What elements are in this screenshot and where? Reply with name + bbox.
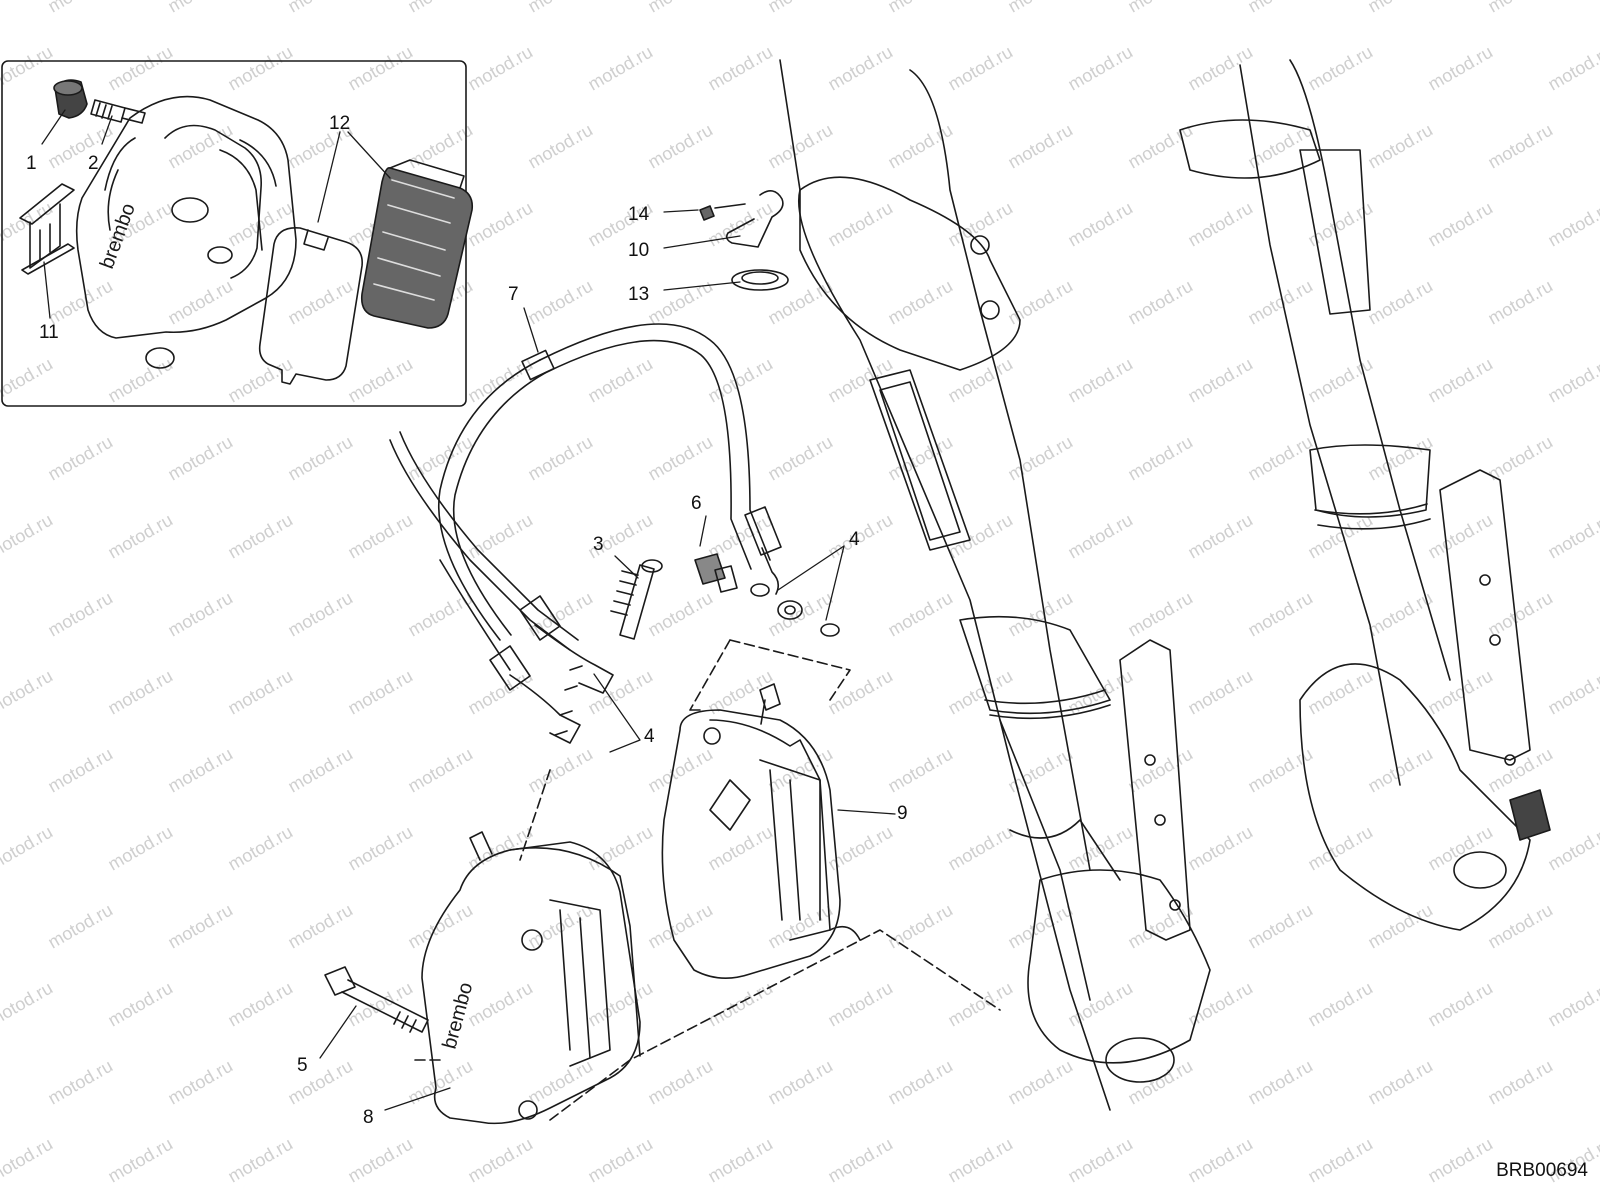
callout-12: 12	[329, 113, 351, 134]
bleed-screw-part	[90, 99, 146, 124]
brake-caliper-9	[661, 683, 861, 979]
callout-14: 14	[628, 204, 650, 225]
svg-text:brembo: brembo	[439, 980, 478, 1051]
leader-lines	[41, 109, 896, 1111]
callout-5: 5	[297, 1055, 308, 1076]
callout-11: 11	[39, 322, 59, 343]
fork-sensor-bracket	[1119, 639, 1191, 941]
callout-2: 2	[88, 153, 99, 174]
callout-7: 7	[508, 284, 519, 305]
fork-right-leg	[1179, 59, 1551, 931]
callout-4-lower: 4	[644, 726, 655, 747]
banjo-bolt-3	[610, 559, 663, 640]
svg-text:brembo: brembo	[96, 200, 140, 271]
copper-washers-4	[554, 583, 840, 736]
brake-hose-lower	[389, 431, 614, 744]
bleed-cap-part	[53, 79, 88, 119]
brake-pad-friction	[360, 159, 474, 329]
brake-hose-7	[437, 323, 782, 641]
callout-4-upper: 4	[849, 529, 860, 550]
callout-6: 6	[691, 493, 702, 514]
caliper9-dash-box	[689, 639, 851, 711]
callout-1: 1	[26, 153, 37, 174]
banjo-bolt-6	[694, 553, 738, 593]
callout-8: 8	[363, 1107, 374, 1128]
callout-10: 10	[628, 240, 650, 261]
brake-pad-plain	[258, 227, 363, 385]
brake-caliper-8: brembo	[421, 831, 641, 1125]
fork-left-leg	[779, 59, 1211, 1111]
callout-3: 3	[593, 534, 604, 555]
callout-13: 13	[628, 284, 650, 305]
caliper-bolt-5	[324, 966, 429, 1033]
callout-9: 9	[897, 803, 908, 824]
caliper8-dash-line	[409, 769, 1001, 1121]
pad-spring-part	[19, 183, 75, 275]
diagram-reference-code: BRB00694	[1496, 1160, 1588, 1181]
